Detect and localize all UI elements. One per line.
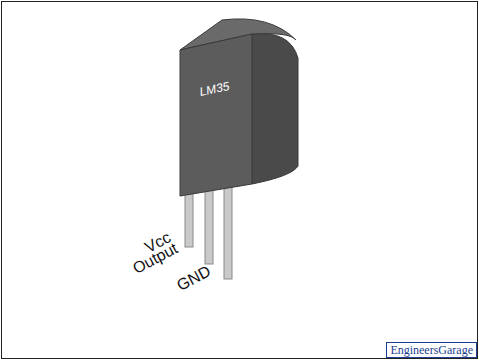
- watermark: EngineersGarage: [386, 342, 477, 358]
- pin-lead: [205, 180, 213, 264]
- package-side: [252, 34, 298, 185]
- pin-lead: [224, 176, 232, 279]
- package-front: [180, 34, 252, 196]
